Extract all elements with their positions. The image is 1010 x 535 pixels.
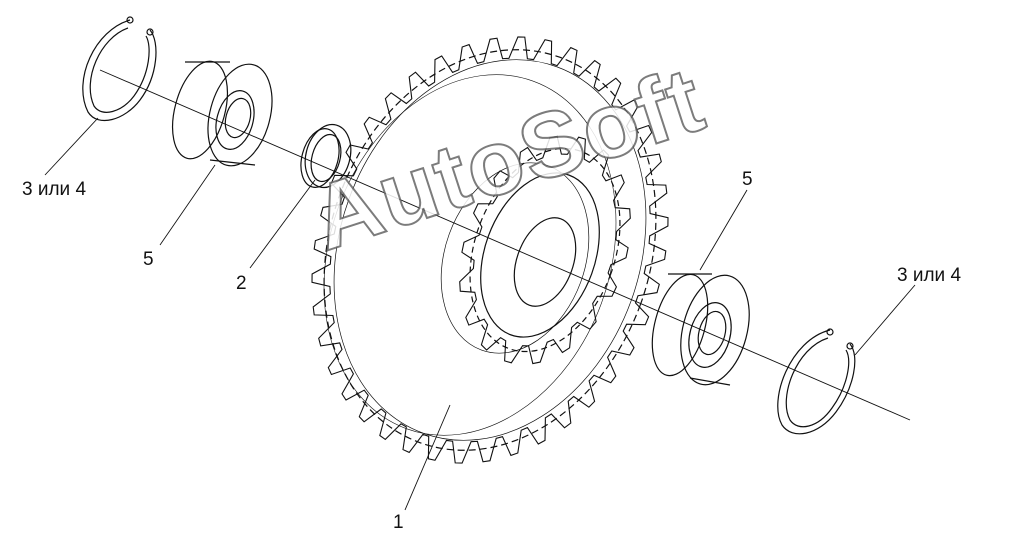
retaining-ring-left: [82, 16, 157, 122]
label-bearing-right: 5: [742, 169, 753, 190]
label-retaining-ring-left: 3 или 4: [22, 179, 87, 200]
large-sprocket-teeth: [311, 36, 669, 464]
bushing: [300, 123, 352, 189]
small-sprocket: [440, 147, 621, 354]
label-sprocket: 1: [393, 512, 404, 533]
assembly-axis: [99, 69, 911, 421]
label-bearing-left: 5: [143, 249, 154, 270]
label-retaining-ring-right: 3 или 4: [897, 265, 962, 286]
bearing-right: [651, 273, 750, 386]
leader-lines: [44, 117, 916, 511]
bearing-left: [172, 60, 273, 167]
retaining-ring-right: [777, 328, 856, 435]
label-bushing: 2: [236, 273, 247, 294]
small-sprocket-teeth: [459, 135, 631, 365]
large-sprocket: [323, 49, 657, 451]
